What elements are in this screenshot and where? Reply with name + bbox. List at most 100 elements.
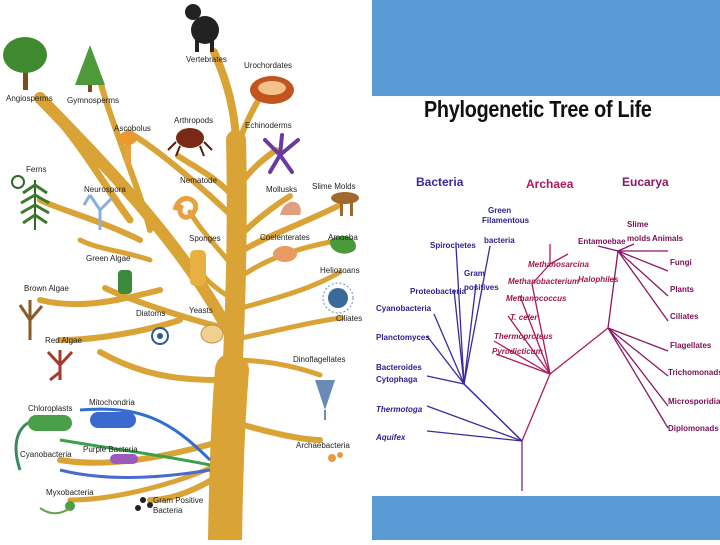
mitochondria-illustration (90, 412, 136, 428)
label-vertebrates: Vertebrates (186, 55, 227, 64)
label-gram-positive-line1: Gram Positive (153, 496, 204, 505)
label-ciliates: Ciliates (336, 314, 362, 323)
neurospora-illustration (82, 194, 114, 230)
bacteria-planctomyces: Planctomyces (376, 333, 430, 342)
bacteria-bacteroides-line1: Bacteroides (376, 363, 422, 372)
nematode-illustration (172, 196, 199, 220)
archaebacteria-illustration (328, 452, 343, 462)
label-dinoflagellates: Dinoflagellates (293, 355, 345, 364)
echinoderms-illustration (263, 133, 300, 174)
chloroplasts-illustration (28, 415, 72, 431)
label-amoeba: Amoeba (328, 233, 358, 242)
ferns-illustration (11, 175, 50, 230)
label-gymnosperms: Gymnosperms (67, 96, 119, 105)
slime-molds-illustration (331, 192, 359, 216)
label-angiosperms: Angiosperms (6, 94, 53, 103)
archaea-methanobacterium: Methanobacterium (508, 277, 579, 286)
amoeba-illustration (329, 235, 356, 254)
tree-labels: Angiosperms Gymnosperms Vertebrates Uroc… (6, 55, 362, 515)
eucarya-flagellates: Flagellates (670, 341, 712, 350)
eucarya-fungi: Fungi (670, 258, 692, 267)
gram-positive-illustration (135, 497, 153, 511)
tree-branches (34, 48, 345, 545)
decorative-blue-band-top (372, 0, 720, 96)
phylogenetic-tree-diagram: Bacteria Archaea Eucarya (375, 175, 720, 491)
urochordates-illustration (250, 76, 294, 104)
gymnosperms-illustration (75, 45, 105, 92)
ascobolus-illustration (119, 131, 137, 164)
eucarya-slime-molds-line1: Slime (627, 220, 649, 229)
tree-of-life-illustration: Angiosperms Gymnosperms Vertebrates Uroc… (3, 4, 363, 545)
label-coelenterates: Coelenterates (260, 233, 310, 242)
label-gram-positive-line2: Bacteria (153, 506, 183, 515)
label-myxobacteria: Myxobacteria (46, 488, 94, 497)
label-nematode: Nematode (180, 176, 217, 185)
label-green-algae: Green Algae (86, 254, 131, 263)
eucarya-entamoebae: Entamoebae (578, 237, 626, 246)
label-chloroplasts: Chloroplasts (28, 404, 72, 413)
phylogenetic-tree-panel (372, 96, 720, 496)
bacteria-green-filamentous-line3: bacteria (484, 236, 515, 245)
label-urochordates: Urochordates (244, 61, 292, 70)
bacteria-gram-positives-line1: Gram (464, 269, 485, 278)
domain-bacteria: Bacteria (416, 175, 464, 189)
label-mitochondria: Mitochondria (89, 398, 135, 407)
bacteria-aquifex: Aquifex (375, 433, 406, 442)
tree-illustration-svg: Angiosperms Gymnosperms Vertebrates Uroc… (3, 4, 362, 545)
yeasts-illustration (200, 324, 224, 344)
label-ascobolus: Ascobolus (114, 124, 151, 133)
label-brown-algae: Brown Algae (24, 284, 69, 293)
heliozoans-illustration (322, 282, 354, 314)
domain-archaea: Archaea (526, 177, 574, 191)
eucarya-trichomonads: Trichomonads (668, 368, 720, 377)
eucarya-ciliates: Ciliates (670, 312, 699, 321)
label-sponges: Sponges (189, 234, 221, 243)
bacteria-gram-positives-line2: positives (464, 283, 499, 292)
label-yeasts: Yeasts (189, 306, 213, 315)
decorative-blue-band-bottom (372, 496, 720, 540)
bacteria-proteobacteria: Proteobacteria (410, 287, 467, 296)
angiosperms-illustration (3, 37, 47, 90)
label-red-algae: Red Algae (45, 336, 82, 345)
eucarya-diplomonads: Diplomonads (668, 424, 719, 433)
dinoflagellates-illustration (315, 380, 335, 420)
eucarya-microsporidia: Microsporidia (668, 397, 720, 406)
domain-eucarya: Eucarya (622, 175, 669, 189)
green-algae-illustration (118, 270, 132, 294)
label-cyanobacteria: Cyanobacteria (20, 450, 72, 459)
bacteria-bacteroides-line2: Cytophaga (376, 375, 418, 384)
red-algae-illustration (46, 350, 74, 382)
eucarya-slime-molds-line2: molds (627, 234, 651, 243)
purple-bacteria-illustration (110, 454, 138, 464)
label-arthropods: Arthropods (174, 116, 213, 125)
label-archaebacteria: Archaebacteria (296, 441, 350, 450)
diatoms-illustration (151, 327, 169, 345)
archaea-halophiles: Halophiles (578, 275, 619, 284)
bacteria-green-filamentous-line1: Green (488, 206, 511, 215)
eucarya-plants: Plants (670, 285, 695, 294)
label-slime-molds: Slime Molds (312, 182, 356, 191)
label-mollusks: Mollusks (266, 185, 297, 194)
archaea-methanococcus: Methanococcus (506, 294, 567, 303)
archaea-t-celer: T. celer (510, 313, 538, 322)
archaea-thermoproteus: Thermoproteus (494, 332, 553, 341)
coelenterates-illustration (273, 246, 297, 262)
label-echinoderms: Echinoderms (245, 121, 292, 130)
mollusks-illustration (280, 201, 301, 215)
archaea-pyrodicticum: Pyrodicticum (492, 347, 543, 356)
brown-algae-illustration (18, 300, 44, 340)
myxobacteria-illustration (39, 501, 75, 515)
page-title: Phylogenetic Tree of Life (424, 96, 652, 122)
archaea-methanosarcina: Methanosarcina (528, 260, 589, 269)
tree-lines (426, 243, 669, 491)
eucarya-animals: Animals (652, 234, 684, 243)
bacteria-spirochetes: Spirochetes (430, 241, 476, 250)
label-heliozoans: Heliozoans (320, 266, 360, 275)
label-diatoms: Diatoms (136, 309, 165, 318)
label-ferns: Ferns (26, 165, 46, 174)
bacteria-cyanobacteria: Cyanobacteria (376, 304, 432, 313)
arthropods-illustration (167, 128, 213, 157)
sponges-illustration (190, 250, 206, 286)
label-neurospora: Neurospora (84, 185, 126, 194)
